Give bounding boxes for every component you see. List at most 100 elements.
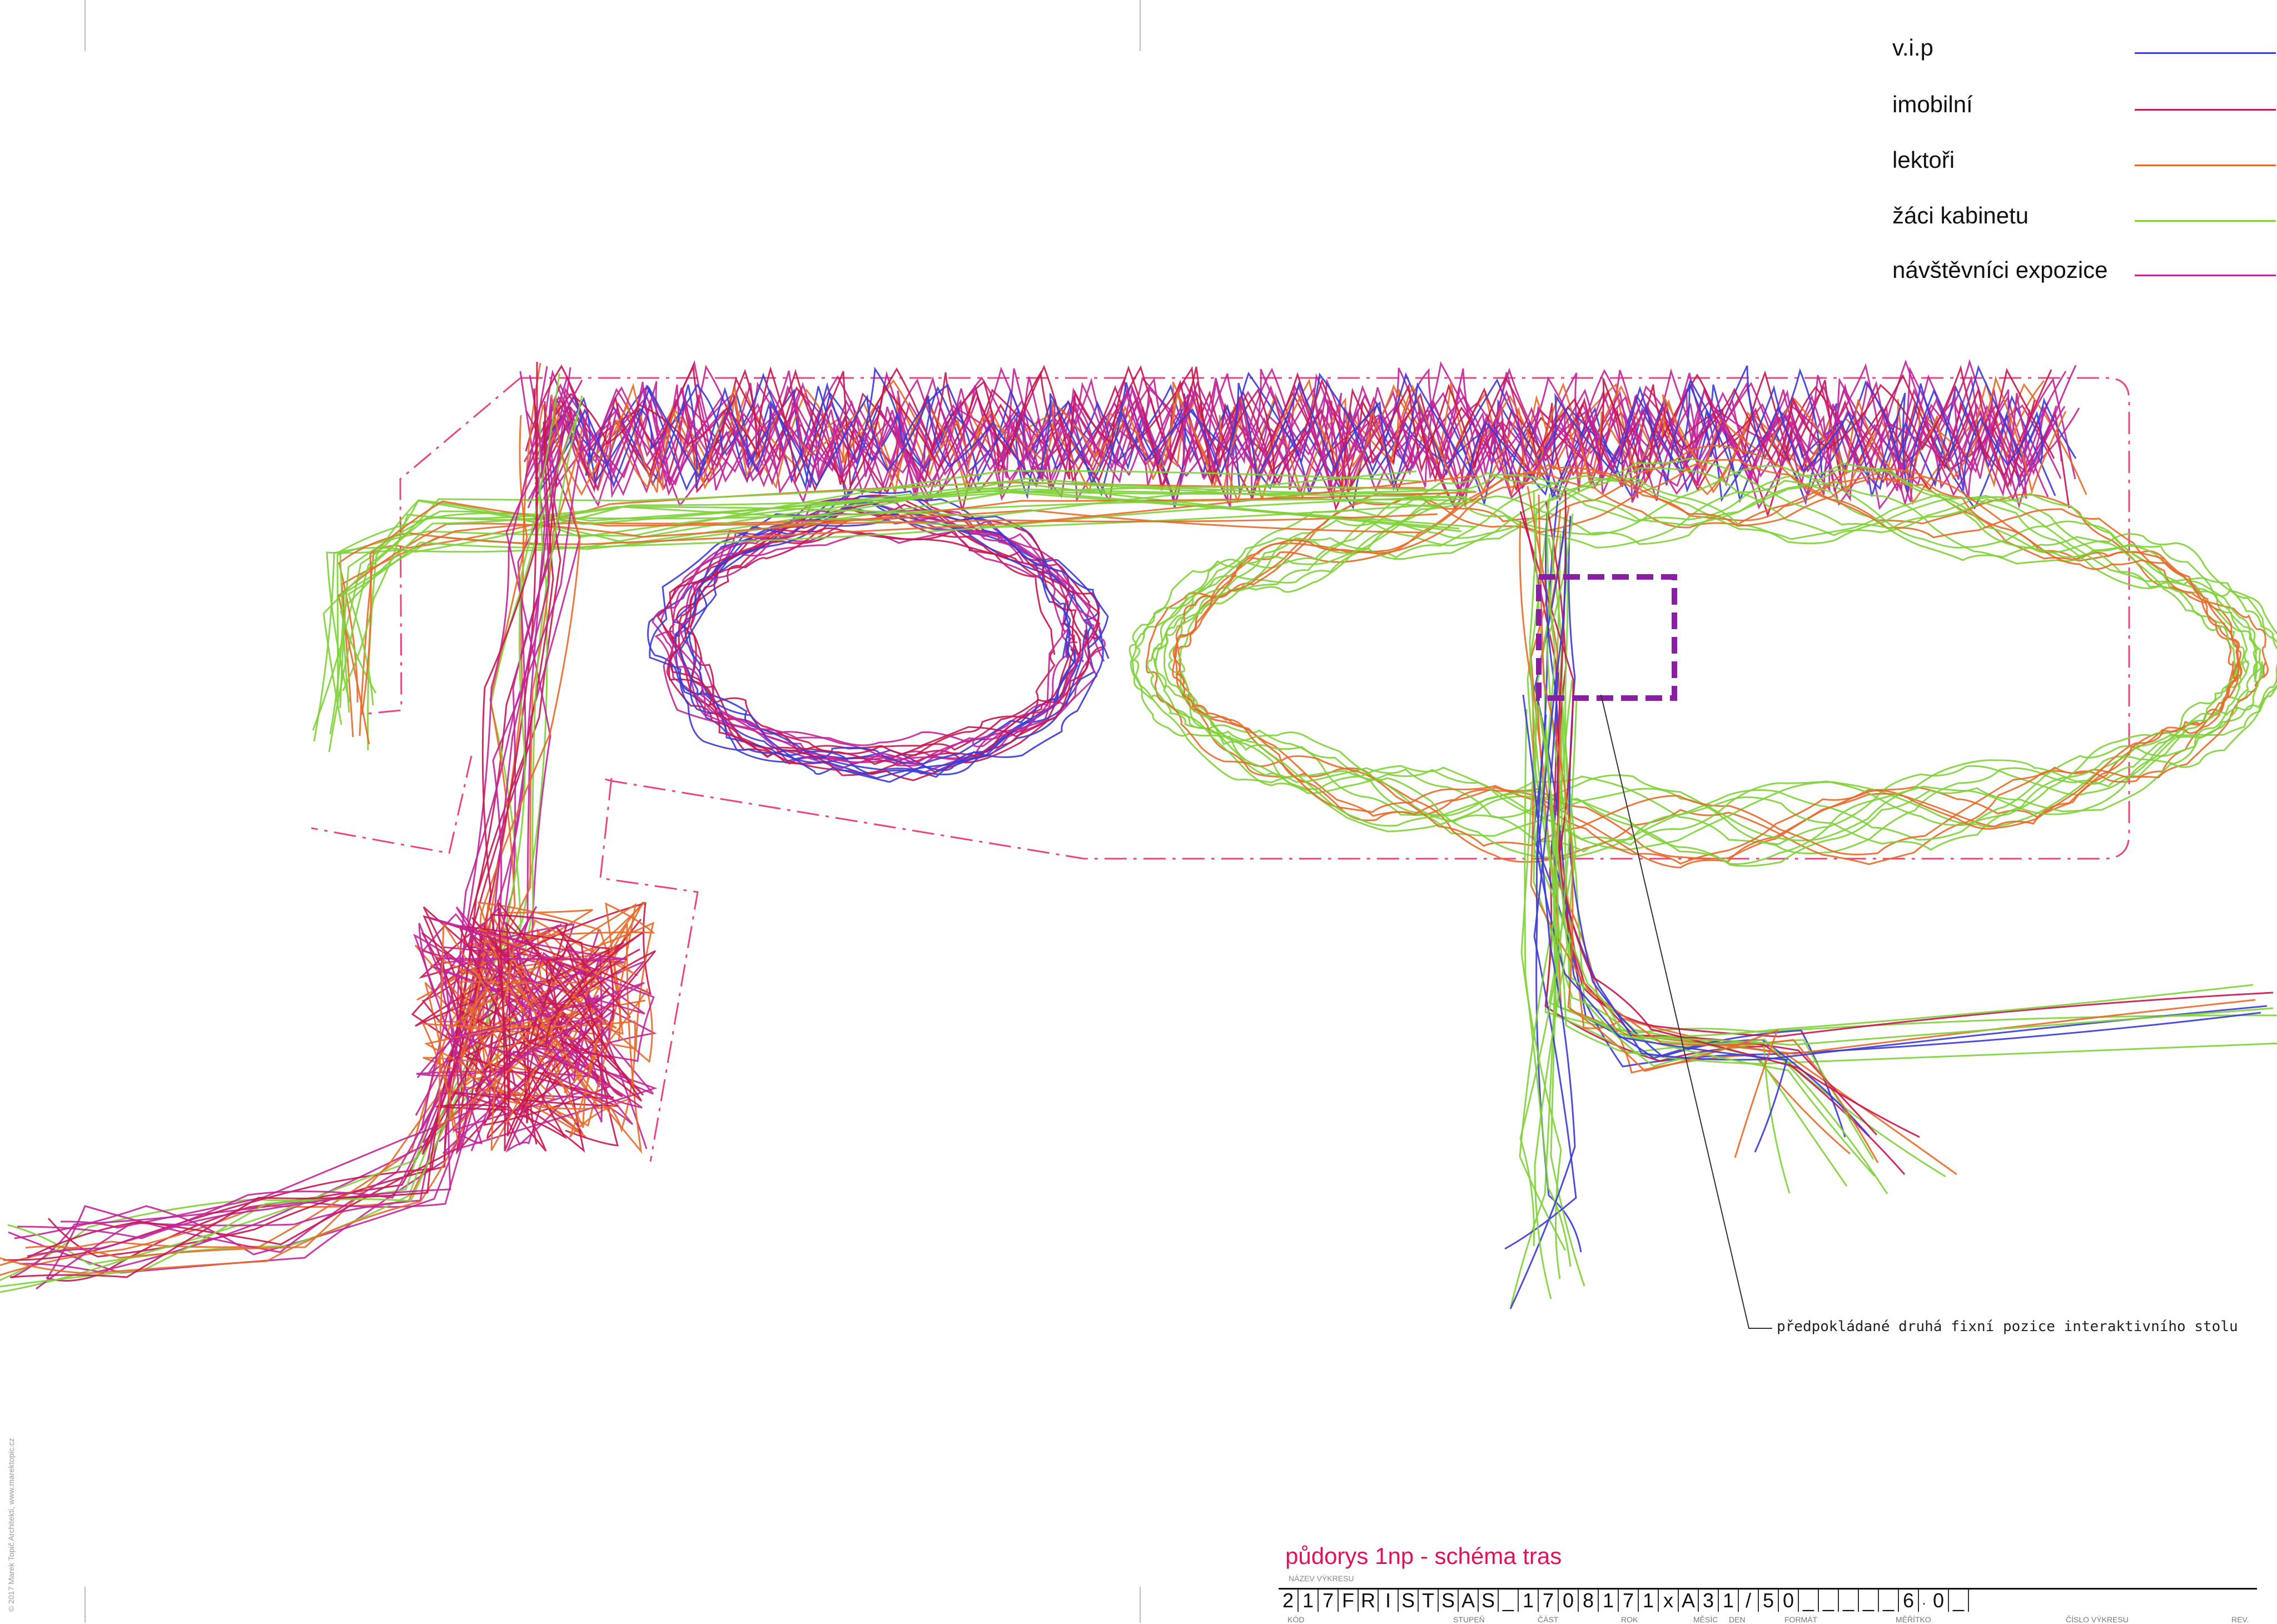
crop-mark bbox=[1140, 1587, 1141, 1623]
route-path-corridor bbox=[0, 394, 581, 1274]
route-path-entry bbox=[361, 500, 1438, 715]
route-path-top bbox=[527, 385, 2031, 510]
route-path-exit bbox=[1556, 533, 1946, 1178]
boundary-segment bbox=[311, 755, 473, 854]
legend-swatch-4 bbox=[2135, 220, 2276, 222]
crop-mark bbox=[84, 1587, 86, 1623]
code-char: A bbox=[1459, 1590, 1479, 1612]
route-path-down bbox=[1524, 709, 1572, 1267]
route-path-stair bbox=[497, 899, 643, 1152]
route-path-inner bbox=[673, 515, 1078, 765]
code-char: 1 bbox=[1519, 1590, 1539, 1612]
code-char: S bbox=[1439, 1590, 1459, 1612]
route-path-top bbox=[526, 385, 2080, 510]
route-path-room bbox=[1172, 466, 2241, 865]
route-path-top bbox=[525, 365, 2055, 491]
code-char: _ bbox=[1879, 1590, 1899, 1612]
route-path-exit bbox=[1538, 494, 1779, 1158]
boundary-segment bbox=[361, 377, 521, 715]
route-path-exit bbox=[1533, 535, 2254, 1039]
code-char: _ bbox=[1859, 1590, 1879, 1612]
code-char: 1 bbox=[1639, 1590, 1659, 1612]
code-char: _ bbox=[1799, 1590, 1819, 1612]
code-char: _ bbox=[1839, 1590, 1859, 1612]
code-field-label: ROK bbox=[1621, 1615, 1638, 1624]
code-char: S bbox=[1399, 1590, 1419, 1612]
route-path-entry bbox=[338, 475, 1477, 703]
code-char: 7 bbox=[1619, 1590, 1639, 1612]
code-char: x bbox=[1659, 1590, 1679, 1612]
route-path-exit bbox=[1532, 500, 1846, 1138]
route-path-exit bbox=[1559, 487, 1848, 1187]
route-path-down bbox=[1519, 679, 1573, 1251]
boundary-segment bbox=[599, 778, 699, 1162]
route-path-entry bbox=[347, 501, 1474, 706]
code-char: 1 bbox=[1719, 1590, 1739, 1612]
route-path-corridor bbox=[9, 361, 538, 1278]
route-path-top bbox=[534, 375, 2067, 496]
code-char: 8 bbox=[1579, 1590, 1599, 1612]
code-char: 2 bbox=[1279, 1590, 1299, 1612]
code-field-label: DEN bbox=[1729, 1615, 1746, 1624]
route-path-top bbox=[525, 361, 2077, 488]
legend-swatch-3 bbox=[2135, 165, 2276, 166]
code-char: 1 bbox=[1599, 1590, 1619, 1612]
route-path-exit bbox=[1529, 507, 1876, 1177]
route-path-inner bbox=[678, 495, 1076, 783]
legend-label-5: návštěvníci expozice bbox=[1892, 257, 2108, 283]
legend-swatch-1 bbox=[2135, 52, 2276, 54]
code-field-label: KÓD bbox=[1287, 1615, 1305, 1624]
callout-text: předpokládané druhá fixní pozice interak… bbox=[1777, 1318, 2238, 1335]
route-path-top bbox=[543, 385, 2066, 510]
code-char: 0 bbox=[1779, 1590, 1799, 1612]
code-char: _ bbox=[1949, 1590, 1969, 1612]
route-path-stair bbox=[416, 916, 655, 1150]
route-path-down bbox=[1534, 705, 1568, 1299]
boundary-segment bbox=[520, 377, 2130, 860]
route-path-inner bbox=[652, 530, 1102, 746]
code-char: _ bbox=[1499, 1590, 1519, 1612]
route-path-exit bbox=[1533, 499, 2274, 1046]
legend-label-4: žáci kabinetu bbox=[1892, 202, 2029, 228]
code-field-label: REV. bbox=[2231, 1615, 2249, 1624]
crop-mark bbox=[84, 0, 86, 51]
route-path-stair bbox=[436, 901, 620, 1074]
route-path-room bbox=[1174, 445, 2243, 865]
route-path-exit bbox=[1537, 538, 1788, 1153]
route-path-room bbox=[1178, 480, 2237, 841]
route-path-exit bbox=[1563, 516, 1875, 1160]
route-path-inner bbox=[647, 506, 1110, 773]
route-path-inner bbox=[689, 530, 1056, 756]
movement-paths bbox=[0, 358, 2277, 1309]
route-path-down bbox=[1509, 694, 1576, 1309]
code-char: 7 bbox=[1319, 1590, 1339, 1612]
code-char: 5 bbox=[1759, 1590, 1779, 1612]
code-char: A bbox=[1679, 1590, 1699, 1612]
copyright-credit: © 2017 Marek Topič Architekti, www.marek… bbox=[7, 1438, 16, 1612]
route-path-down bbox=[1535, 714, 1582, 1253]
route-path-corridor bbox=[3, 421, 554, 1261]
route-path-stair bbox=[424, 901, 655, 1127]
route-path-room bbox=[1163, 467, 2250, 853]
route-path-room bbox=[1177, 463, 2234, 869]
route-path-exit bbox=[1519, 511, 1878, 1136]
route-path-room bbox=[1146, 459, 2269, 855]
legend-label-1: v.i.p bbox=[1892, 34, 1933, 61]
code-char: 6 bbox=[1899, 1590, 1919, 1612]
code-char: 7 bbox=[1539, 1590, 1559, 1612]
route-path-down bbox=[1519, 697, 1578, 1247]
drawing-title-caption: NÁZEV VÝKRESU bbox=[1289, 1574, 1354, 1583]
route-path-stair bbox=[438, 921, 653, 1154]
route-path-exit bbox=[1544, 537, 2277, 1034]
route-path-entry bbox=[337, 491, 1477, 745]
route-path-room bbox=[1131, 462, 2277, 867]
code-char: . bbox=[1922, 1593, 1926, 1608]
code-field-label: FORMÁT bbox=[1784, 1615, 1818, 1624]
route-path-entry bbox=[340, 486, 1475, 694]
route-path-inner bbox=[672, 501, 1093, 775]
code-char: _ bbox=[1819, 1590, 1839, 1612]
code-char: I bbox=[1379, 1590, 1399, 1612]
code-char: 1 bbox=[1299, 1590, 1319, 1612]
